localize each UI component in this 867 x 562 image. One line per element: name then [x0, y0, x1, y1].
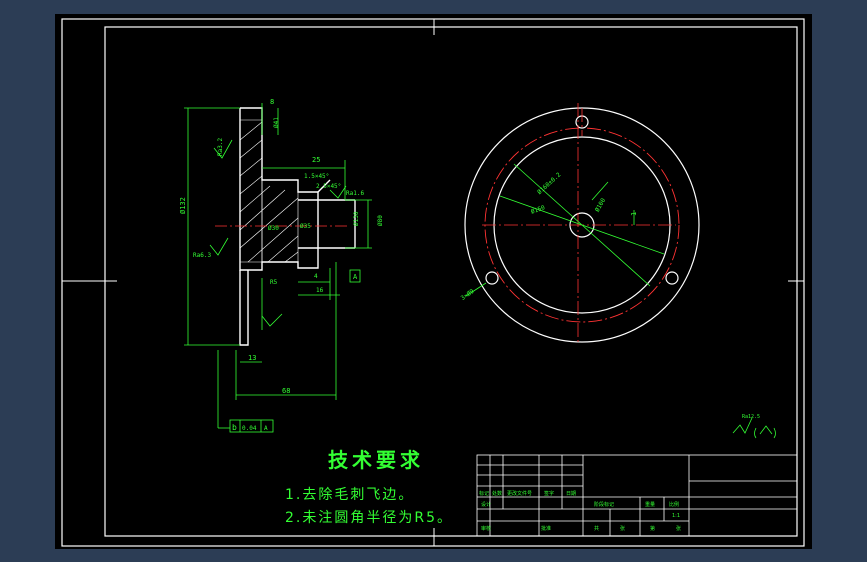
tolerance-datum: A: [264, 425, 268, 432]
roughness-ra16: Ra1.6: [346, 190, 364, 197]
datum-a-box: [349, 269, 361, 283]
dim-pcd: Ø160±0.2: [536, 171, 562, 196]
technical-requirement-2: 2.未注圆角半径为R5。: [285, 510, 453, 526]
dim-35: Ø35: [300, 223, 311, 230]
title-block: [476, 454, 798, 537]
outer-border: [61, 18, 805, 547]
tb-sheet-3: 张: [676, 525, 681, 532]
roughness-symbols: [209, 139, 347, 327]
dim-68: 68: [282, 387, 290, 395]
tb-sheet-2: 第: [650, 525, 655, 532]
general-roughness: [732, 417, 776, 439]
roughness-ra32: Ra3.2: [217, 138, 224, 156]
dim-130: Ø130: [353, 211, 360, 226]
section-view: 8 Ø41 25 1.5×45° 2.5×45° Ø130 Ø80 Ø35 Ø3…: [179, 98, 384, 433]
inner-border: [104, 26, 798, 537]
section-dimension-lines: [184, 103, 372, 429]
dim-13: 13: [248, 354, 256, 362]
tb-header-4: 日期: [566, 491, 576, 497]
dim-80: Ø80: [377, 215, 384, 226]
technical-requirement-1: 1.去除毛刺飞边。: [285, 487, 415, 503]
dim-holes: 3×Ø9: [460, 288, 476, 302]
tb-header-2: 更改文件号: [507, 490, 532, 497]
dim-chamfer-2: 2.5×45°: [316, 183, 341, 190]
dim-41: Ø41: [273, 117, 280, 128]
tb-header-0: 标记: [479, 490, 489, 497]
tb-stage: 阶段标记: [594, 501, 614, 508]
roughness-ra63: Ra6.3: [193, 252, 211, 259]
dim-mid: Ø150: [530, 204, 546, 216]
tb-scale: 1:1: [672, 513, 680, 519]
hatch-lines: [239, 121, 299, 263]
dim-1: 1: [630, 212, 638, 216]
dim-inner: Ø100: [594, 197, 607, 213]
tb-sheet-1: 张: [620, 525, 625, 532]
drawing-sheet: [55, 14, 812, 549]
bolt-hole-left: [485, 271, 499, 285]
tb-row-review: 审核: [481, 525, 491, 532]
front-dimension-lines: [465, 163, 665, 297]
dim-r5: R5: [270, 279, 278, 286]
tb-row-design: 设计: [481, 501, 491, 508]
tb-weight: 重量: [645, 501, 655, 508]
title-block-text: 标记 处数 更改文件号 签字 日期 设计 审核 批准 阶段标记 重量 比例 1:…: [479, 490, 681, 532]
front-view: Ø160±0.2 Ø150 Ø100 3×Ø9 1 Ra12.5: [460, 103, 776, 439]
datum-a-label: A: [353, 273, 358, 281]
technical-requirements-title: 技术要求: [328, 448, 424, 472]
tolerance-value: 0.04: [242, 425, 257, 432]
dim-25: 25: [312, 156, 320, 164]
border-ticks: [62, 19, 804, 546]
dim-8: 8: [270, 98, 274, 106]
dim-16: 16: [316, 287, 324, 294]
dim-4: 4: [314, 273, 318, 280]
tb-header-3: 签字: [544, 490, 554, 497]
tb-sheet-0: 共: [594, 525, 599, 532]
bolt-hole-right: [665, 271, 679, 285]
dim-chamfer-1: 1.5×45°: [304, 173, 329, 180]
tb-header-1: 处数: [492, 490, 502, 497]
tb-ratio: 比例: [669, 501, 679, 508]
general-roughness-label: Ra12.5: [742, 414, 760, 420]
tolerance-symbol: b: [232, 423, 237, 432]
tb-approval: 批准: [541, 525, 551, 532]
dim-overall: Ø132: [179, 197, 187, 214]
dim-30: Ø30: [268, 225, 279, 232]
tolerance-frame: b 0.04 A: [229, 419, 274, 433]
